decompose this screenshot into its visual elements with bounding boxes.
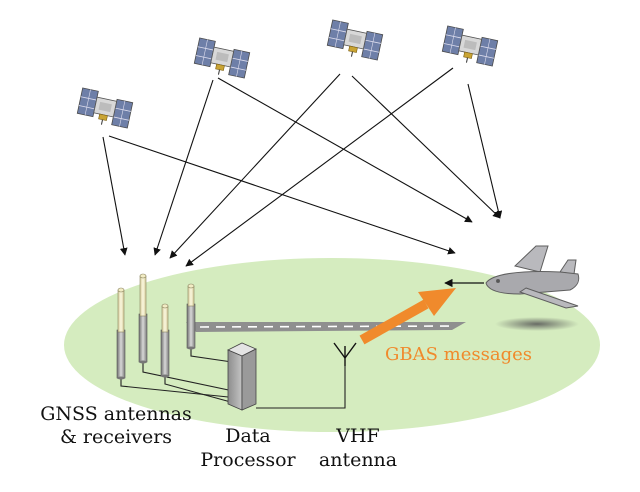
satellite-signals [102,67,503,267]
processor-label-line2: Processor [200,449,296,471]
gbas-messages-label: GBAS messages [385,344,532,365]
processor-label-line1: Data [225,425,271,447]
antenna-cables [120,348,346,409]
vhf-antenna-icon [333,342,357,366]
satellite-icon [192,37,252,81]
gnss-label-line2: & receivers [60,426,172,448]
ground-area [64,258,600,432]
gnss-antenna [116,287,126,380]
server-box-icon [227,342,257,411]
gnss-label-line1: GNSS antennas [40,403,192,425]
gnss-antenna [186,283,196,350]
vhf-label-line1: VHF [335,425,379,447]
satellite-icon [75,87,135,131]
vhf-label-line2: antenna [319,449,397,471]
gnss-antenna [160,303,170,378]
aircraft-icon [485,245,580,309]
satellite-icon [325,19,385,63]
aircraft-shadow [495,317,579,331]
gbas-broadcast-arrow [359,288,456,345]
satellite-icon [440,25,500,69]
gnss-antenna [138,273,148,364]
